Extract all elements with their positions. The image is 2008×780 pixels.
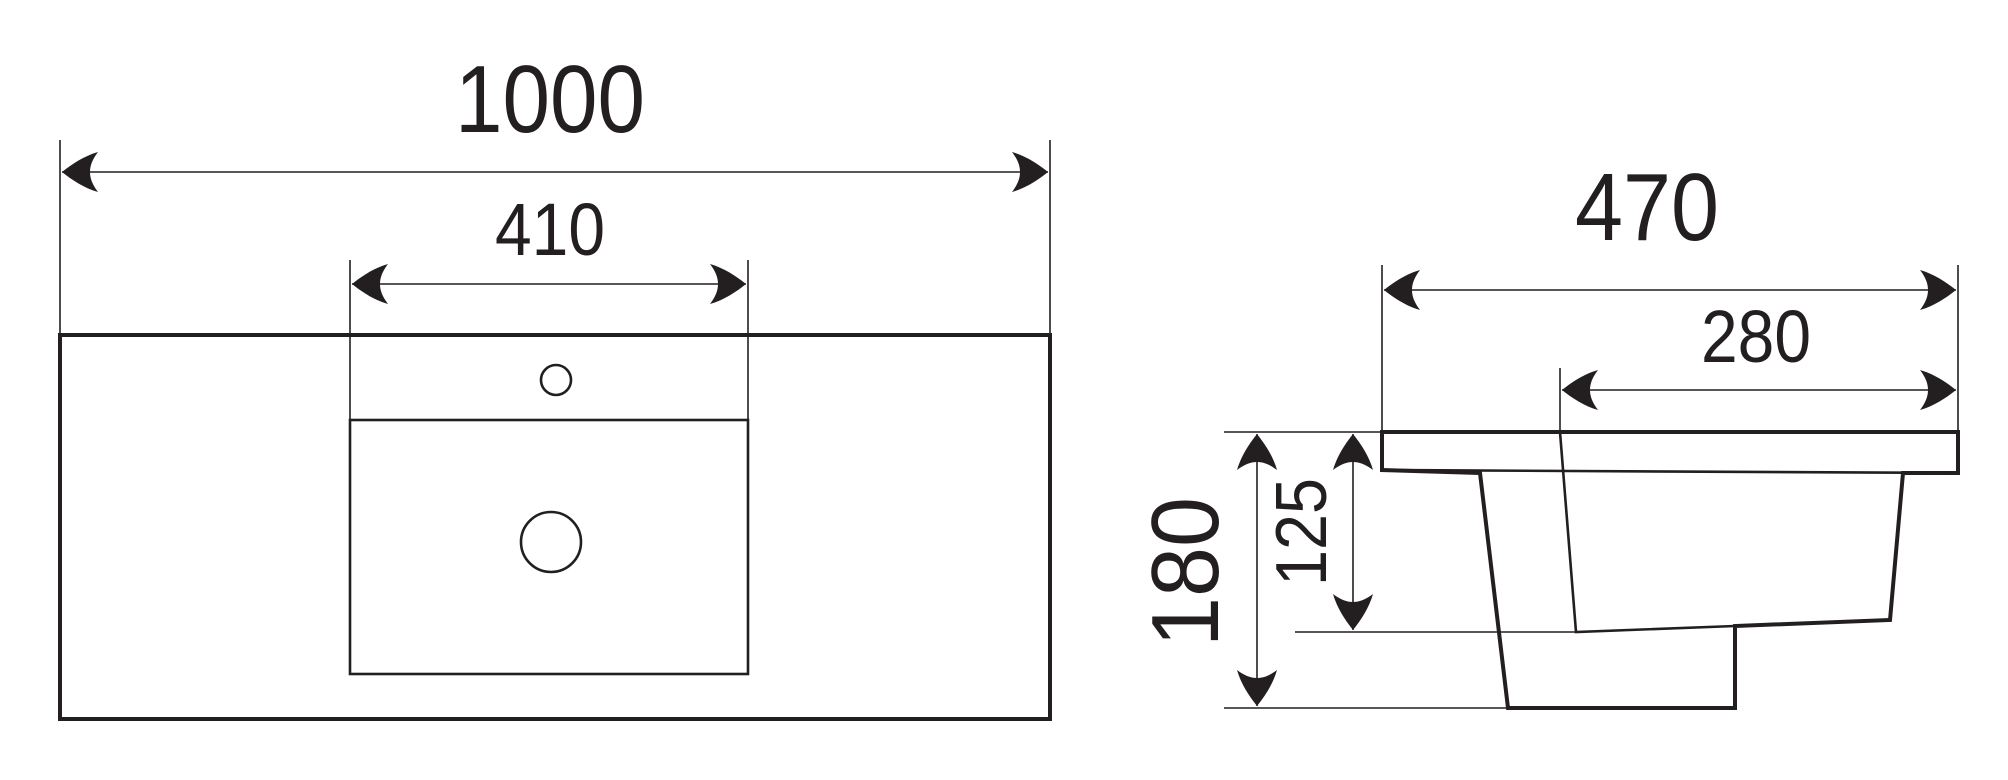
dimension-label-125: 125 [1262,478,1342,586]
basin-outline [348,418,750,676]
dimension-basin-height: 125 [1262,434,1576,633]
dimension-label-180: 180 [1132,497,1239,647]
dimension-label-410: 410 [495,188,605,271]
dimension-basin-width: 410 [349,188,749,420]
side-view: 470 280 180 125 [1132,154,1960,710]
tap-hole [539,363,573,397]
drain-hole [519,510,583,574]
top-view: 1000 410 [58,46,1052,721]
dimension-label-1000: 1000 [455,46,645,153]
dimension-overall-height: 180 [1132,431,1508,709]
dimension-overall-depth: 470 [1381,154,1959,430]
countertop-outline [58,333,1052,721]
dimension-label-470: 470 [1575,154,1719,261]
dimension-overall-width: 1000 [59,46,1051,333]
dimension-basin-depth: 280 [1559,295,1956,430]
dimension-label-280: 280 [1701,295,1811,378]
